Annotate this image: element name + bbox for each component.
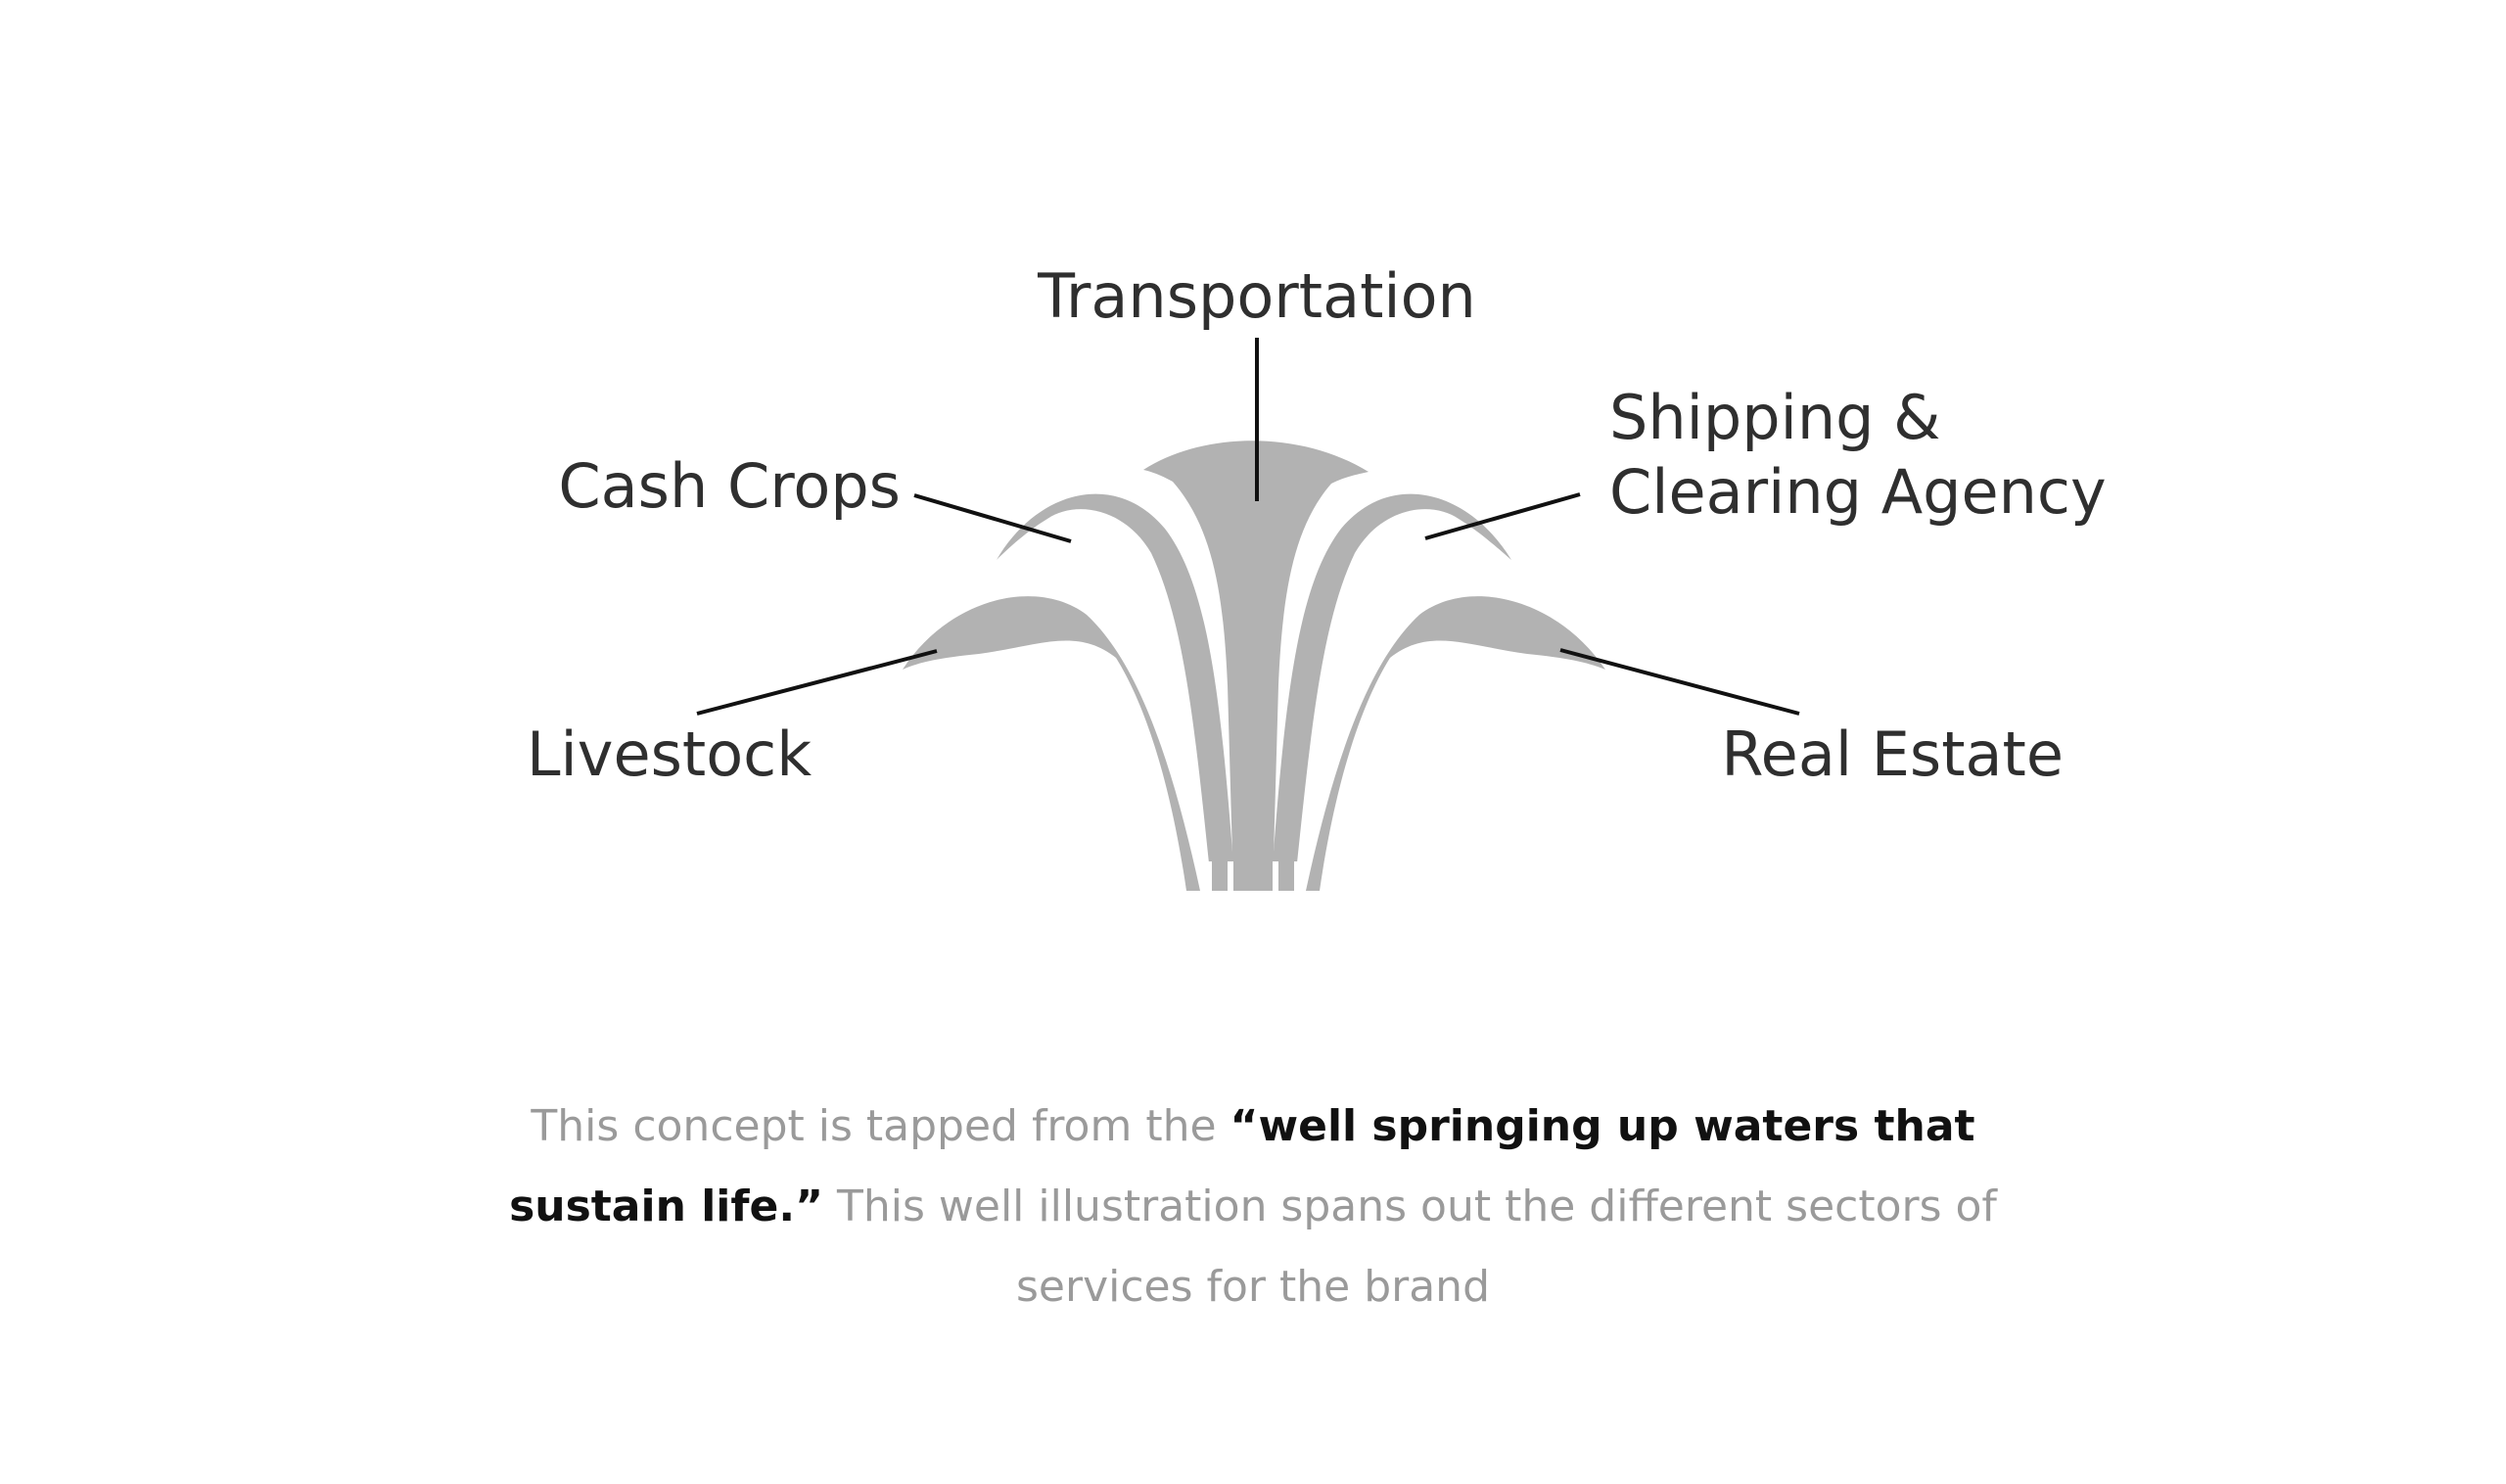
base-gap-4 (1294, 861, 1300, 895)
well-illustration (903, 441, 1605, 895)
label-shipping-line1: Shipping & (1609, 382, 1941, 453)
caption-line-2: sustain life.” This well illustration sp… (0, 1167, 2506, 1247)
leader-shipping (1424, 492, 1581, 540)
jet-outer-right (1306, 596, 1605, 891)
label-transportation: Transportation (1037, 260, 1476, 332)
label-cash-crops: Cash Crops (558, 450, 901, 522)
caption-line-1: This concept is tapped from the “well sp… (0, 1087, 2506, 1167)
caption-quote-part1: “well springing up waters that (1230, 1101, 1975, 1151)
jet-inner-left (997, 493, 1235, 891)
caption-line-3: services for the brand (0, 1247, 2506, 1327)
caption-quote-part2: sustain life.” (509, 1182, 823, 1231)
label-shipping-line2: Clearing Agency (1609, 456, 2107, 528)
leader-real-estate (1559, 648, 1800, 716)
jet-center (1143, 441, 1369, 891)
caption-line3: services for the brand (1016, 1262, 1490, 1312)
base-gap-3 (1273, 861, 1278, 895)
jet-outer-left (903, 596, 1200, 891)
jet-inner-right (1271, 493, 1511, 891)
base-gap-1 (1206, 861, 1212, 895)
caption-intro: This concept is tapped from the (531, 1101, 1230, 1151)
caption-paragraph: This concept is tapped from the “well sp… (0, 1087, 2506, 1327)
leader-livestock (696, 649, 938, 716)
leader-cash-crops (913, 493, 1072, 543)
caption-rest-line2: This well illustration spans out the dif… (823, 1182, 1997, 1231)
label-real-estate: Real Estate (1721, 719, 2064, 790)
label-livestock: Livestock (527, 719, 812, 790)
base-gap-2 (1228, 861, 1233, 895)
